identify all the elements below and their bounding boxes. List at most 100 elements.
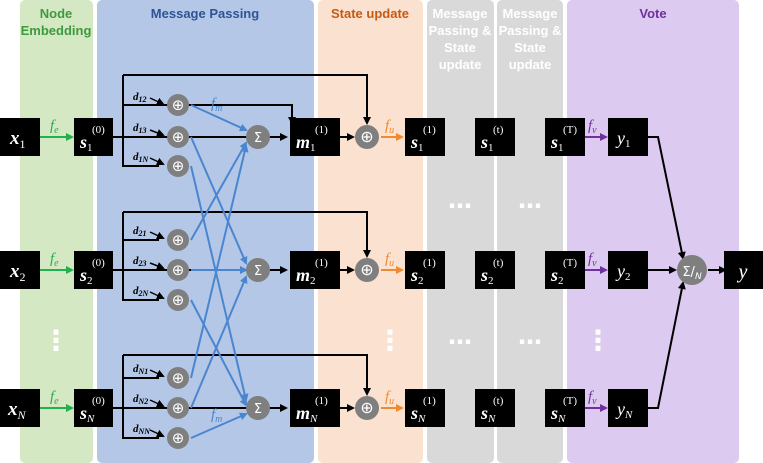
- svg-text:(0): (0): [92, 257, 105, 269]
- svg-text:⊕: ⊕: [172, 291, 185, 309]
- svg-text:s2: s2: [79, 265, 93, 287]
- svg-text:⊕: ⊕: [172, 157, 185, 175]
- d-label-rn-3: dNN: [133, 423, 151, 436]
- ellipses: … … … … ⋮ ⋮ ⋮: [42, 186, 612, 357]
- sT-node: sN(T): [545, 389, 585, 427]
- svg-text:Σ: Σ: [254, 264, 262, 279]
- title-mpsu-1-l2: Passing &: [429, 23, 492, 38]
- svg-text:⊕: ⊕: [172, 261, 185, 279]
- svg-text:(1): (1): [423, 257, 436, 269]
- fu-label-2: fu: [385, 251, 394, 269]
- st-node: s2(t): [475, 251, 515, 289]
- fu-label-n: fu: [385, 389, 394, 407]
- m-nodes: m1(1) m2 (1) mN(1): [290, 118, 340, 427]
- st-node: s1(t): [475, 118, 515, 156]
- title-mpsu-1-l4: update: [439, 57, 482, 72]
- title-node-embedding-1: Node: [40, 6, 73, 21]
- svg-text:(t): (t): [493, 124, 504, 136]
- plus-circles: ⊕ ⊕ ⊕ ⊕ ⊕ ⊕ ⊕ ⊕ ⊕ ⊕ ⊕ ⊕: [167, 94, 379, 449]
- ellipsis-mpsu1-bottom: …: [448, 322, 472, 350]
- x-node: x2: [0, 251, 40, 289]
- svg-text:(1): (1): [423, 395, 436, 407]
- svg-text:(0): (0): [92, 395, 105, 407]
- plus-node: ⊕: [167, 94, 189, 116]
- svg-text:(1): (1): [315, 124, 328, 136]
- svg-text:x1: x1: [9, 128, 26, 151]
- svg-text:(T): (T): [563, 257, 577, 269]
- d-label-r1-3: d1N: [133, 151, 150, 164]
- d-arrows: [149, 97, 165, 438]
- d-label-r1-2: d13: [133, 122, 147, 135]
- d-label-r1-1: d12: [133, 91, 147, 104]
- svg-text:(0): (0): [92, 124, 105, 136]
- title-mpsu-2-l2: Passing &: [499, 23, 562, 38]
- title-mpsu-2-l4: update: [509, 57, 552, 72]
- d-labels: d12 d13 d1N d21 d23 d2N dN1 dN2 dNN: [133, 91, 151, 436]
- x-node: xN: [0, 389, 40, 427]
- title-vote: Vote: [639, 6, 666, 21]
- s1-node: s2(1): [405, 251, 445, 289]
- s0-node: s1(0): [74, 118, 113, 156]
- plus-node: ⊕: [167, 229, 189, 251]
- d-label-rn-1: dN1: [133, 363, 148, 376]
- svg-text:sN: sN: [410, 403, 426, 425]
- fm-label-bottom: fm: [211, 407, 222, 425]
- fv-label-1: fv: [588, 118, 597, 136]
- s0-node: s2(0): [74, 251, 113, 289]
- title-node-embedding-2: Embedding: [21, 23, 92, 38]
- svg-text:(t): (t): [493, 395, 504, 407]
- plus-node: ⊕: [167, 126, 189, 148]
- svg-text:⊕: ⊕: [360, 260, 373, 279]
- stage-backgrounds: [20, 0, 739, 463]
- svg-text:s2: s2: [410, 265, 424, 287]
- fm-label-top: fm: [211, 96, 222, 114]
- purple-arrows: [583, 133, 608, 412]
- svg-text:⊕: ⊕: [172, 429, 185, 447]
- fe-label-1: fe: [50, 118, 59, 136]
- svg-text:(1): (1): [423, 124, 436, 136]
- fv-label-2: fv: [588, 251, 597, 269]
- m-node: m1(1): [290, 118, 340, 156]
- bg-mpsu-1: [427, 0, 494, 463]
- update-plus-node: ⊕: [355, 396, 379, 420]
- stage-titles: Node Embedding Message Passing State upd…: [21, 6, 667, 72]
- sum-node: Σ: [246, 396, 270, 420]
- fv-label-n: fv: [588, 389, 597, 407]
- output-y-node: y: [724, 251, 763, 289]
- svg-text:(T): (T): [563, 124, 577, 136]
- svg-text:sN: sN: [79, 403, 95, 425]
- d-label-r2-2: d23: [133, 255, 147, 268]
- sT-node: s1(T): [545, 118, 585, 156]
- function-labels: fe fe fe fm fm fu fu fu fv fv fv: [50, 96, 597, 425]
- svg-text:s1: s1: [480, 132, 494, 154]
- svg-text:m2: m2: [296, 265, 316, 287]
- fe-label-2: fe: [50, 251, 59, 269]
- m-node: mN(1): [290, 389, 340, 427]
- green-arrows: [40, 133, 74, 412]
- d-label-rn-2: dN2: [133, 393, 148, 406]
- svg-text:Σ/N: Σ/N: [682, 265, 702, 282]
- y-node: y2: [608, 251, 648, 289]
- ellipsis-mpsu2-bottom: …: [518, 322, 542, 350]
- y-nodes: y1 y2 yN y: [608, 118, 763, 427]
- svg-text:(t): (t): [493, 257, 504, 269]
- sT-node: s2(T): [545, 251, 585, 289]
- svg-text:Σ: Σ: [254, 402, 262, 417]
- svg-text:y: y: [737, 261, 748, 283]
- update-plus-node: ⊕: [355, 125, 379, 149]
- svg-text:⊕: ⊕: [360, 127, 373, 146]
- fe-label-n: fe: [50, 389, 59, 407]
- st-node: sN(t): [475, 389, 515, 427]
- orange-arrows: [381, 133, 404, 412]
- bg-node-embedding: [20, 0, 93, 463]
- bg-state-update: [318, 0, 423, 463]
- svg-text:mN: mN: [296, 403, 318, 425]
- svg-text:(T): (T): [563, 395, 577, 407]
- svg-text:s1: s1: [410, 132, 424, 154]
- plus-node: ⊕: [167, 397, 189, 419]
- s0-node: sN(0): [74, 389, 113, 427]
- sum-node: Σ: [246, 258, 270, 282]
- svg-text:y1: y1: [615, 128, 631, 150]
- sum-node: Σ: [246, 125, 270, 149]
- title-mpsu-2-l1: Message: [503, 6, 558, 21]
